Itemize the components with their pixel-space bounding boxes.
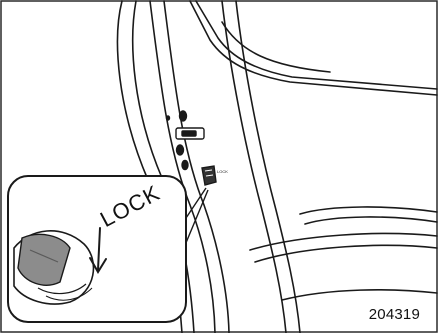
child-safety-lock-lever: LOCK <box>202 166 228 185</box>
figure-number: 204319 <box>369 306 420 323</box>
svg-text:LOCK: LOCK <box>217 169 228 174</box>
